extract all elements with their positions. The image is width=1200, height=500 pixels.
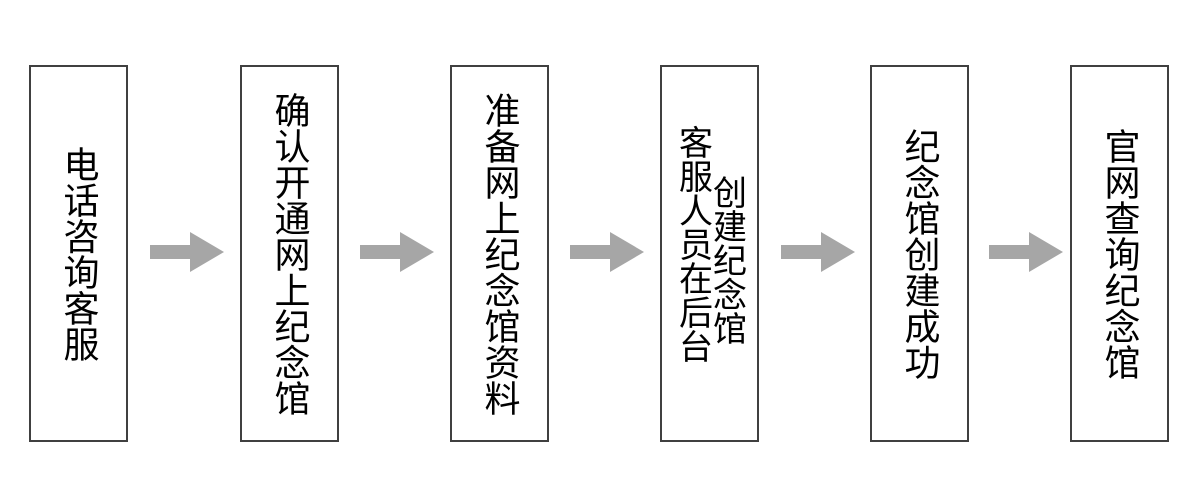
flow-node-5[interactable]: 纪念馆创建成功: [870, 65, 969, 442]
flow-node-4-label-col-b: 创建纪念馆: [707, 175, 746, 345]
arrow-1-to-2: [150, 230, 224, 274]
flow-node-6[interactable]: 官网查询纪念馆: [1070, 65, 1169, 442]
flow-node-4-label-col-a: 客服人员在后台: [673, 125, 712, 363]
flow-node-2[interactable]: 确认开通网上纪念馆: [240, 65, 339, 442]
flow-node-5-label: 纪念馆创建成功: [899, 127, 941, 380]
arrow-2-to-3: [360, 230, 434, 274]
flow-node-1-label: 电话咨询客服: [58, 145, 100, 362]
flow-node-3-label: 准备网上纪念馆资料: [479, 91, 521, 416]
flow-node-3[interactable]: 准备网上纪念馆资料: [450, 65, 549, 442]
flow-node-6-label: 官网查询纪念馆: [1099, 127, 1141, 380]
flow-node-4[interactable]: 创建纪念馆 客服人员在后台: [660, 65, 759, 442]
flow-node-1[interactable]: 电话咨询客服: [29, 65, 128, 442]
flow-node-2-label: 确认开通网上纪念馆: [269, 91, 311, 416]
arrow-5-to-6: [989, 230, 1063, 274]
arrow-4-to-5: [781, 230, 855, 274]
arrow-3-to-4: [570, 230, 644, 274]
